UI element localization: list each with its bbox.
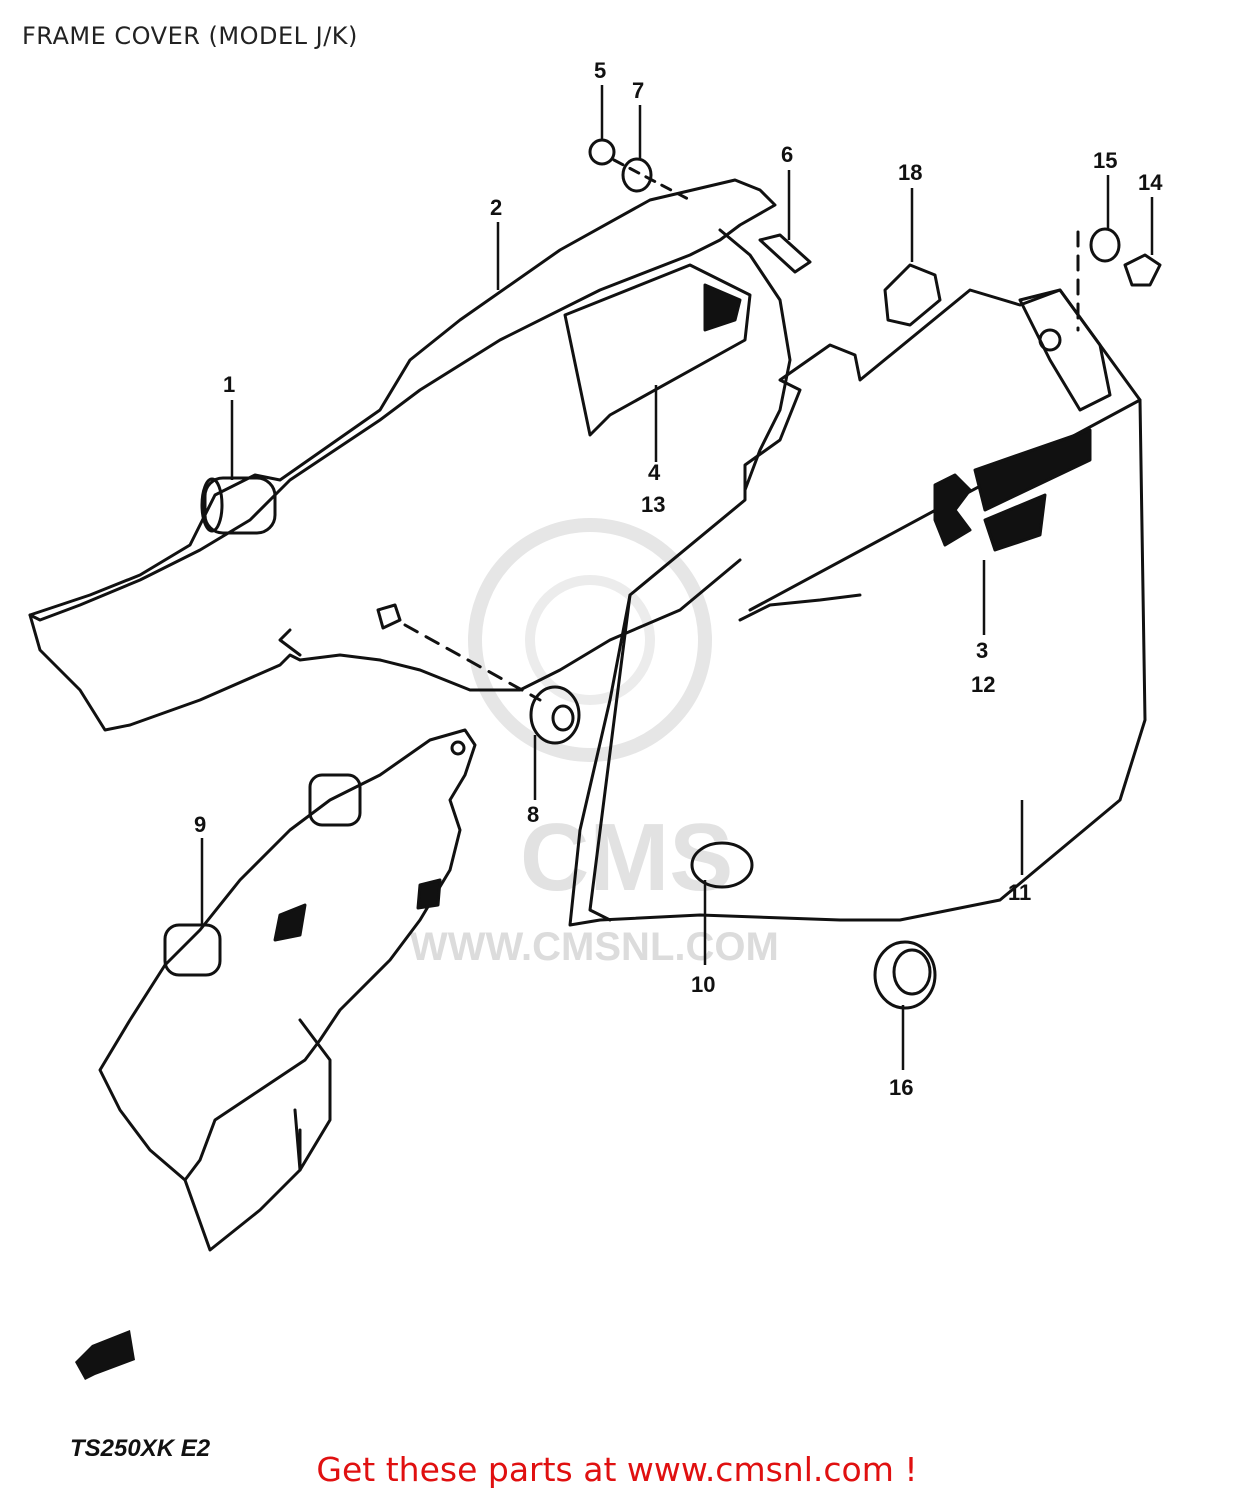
callout-14: 14 [1138,170,1163,195]
side-cover-mount [1018,288,1112,412]
grommet-16 [873,940,937,1010]
watermark-url: WWW.CMSNL.COM [410,925,779,969]
assembly-line-5 [612,158,692,202]
direction-arrow-icon [75,1330,135,1380]
callout-16: 16 [889,1075,913,1100]
side-cover-left-edge [588,593,632,922]
callout-5: 5 [594,58,606,83]
callout-6: 6 [781,142,793,167]
callout-18: 18 [898,160,922,185]
side-cover-11 [568,288,1147,927]
watermark-logo: CMS [520,804,733,911]
grommet-10 [690,841,754,889]
callout-10: 10 [691,972,715,997]
lower-frame-cover-9 [98,728,477,1182]
upper-cover-lower-edge [28,558,742,732]
side-cover-mount-hole [1038,328,1062,352]
decal-mark [703,283,742,332]
grommet-16-inner [892,948,932,996]
callout-13: 13 [641,492,665,517]
decal-3-a [933,473,972,547]
decal-3-c [983,493,1047,552]
bolt-6 [758,233,812,274]
callout-8: 8 [527,802,539,827]
washer-7 [621,157,653,193]
lower-cover-decal-a [416,878,442,910]
lower-cover-hole [450,740,466,756]
upper-frame-cover [28,178,777,622]
decal-3-stripe [973,428,1092,512]
decal-plate [563,263,752,437]
page-title: FRAME COVER (MODEL J/K) [22,22,358,50]
callout-9: 9 [194,812,206,837]
callout-12: 12 [971,672,995,697]
nut-5 [588,138,616,166]
grommet-1-end [200,477,224,533]
model-code: TS250XK E2 [70,1435,211,1462]
callout-1: 1 [223,372,235,397]
grommet-9a [308,773,362,827]
upper-cover-notch [278,628,302,657]
grommet-1 [203,476,277,535]
callout-3: 3 [976,638,988,663]
grommet-9b [163,923,222,977]
grommet-8-hole [551,704,575,732]
lower-cover-slot [293,1108,302,1172]
screw-14 [1123,253,1162,287]
callout-7: 7 [632,78,644,103]
callout-15: 15 [1093,148,1117,173]
washer-15 [1089,227,1121,263]
clip-18 [883,263,942,327]
leader-lines [200,85,1154,1070]
callout-4: 4 [648,460,661,485]
watermark: CMS WWW.CMSNL.COM [410,518,779,969]
side-cover-panel-top [738,593,862,622]
bracket-arm [718,228,792,492]
grommet-8 [529,685,581,745]
callout-11: 11 [1008,880,1031,905]
callout-2: 2 [490,195,502,220]
small-screw [376,603,402,630]
parts-cta-link[interactable]: Get these parts at www.cmsnl.com ! [316,1450,918,1489]
lower-cover-decal-b [273,903,307,942]
assembly-line-8 [403,623,542,702]
